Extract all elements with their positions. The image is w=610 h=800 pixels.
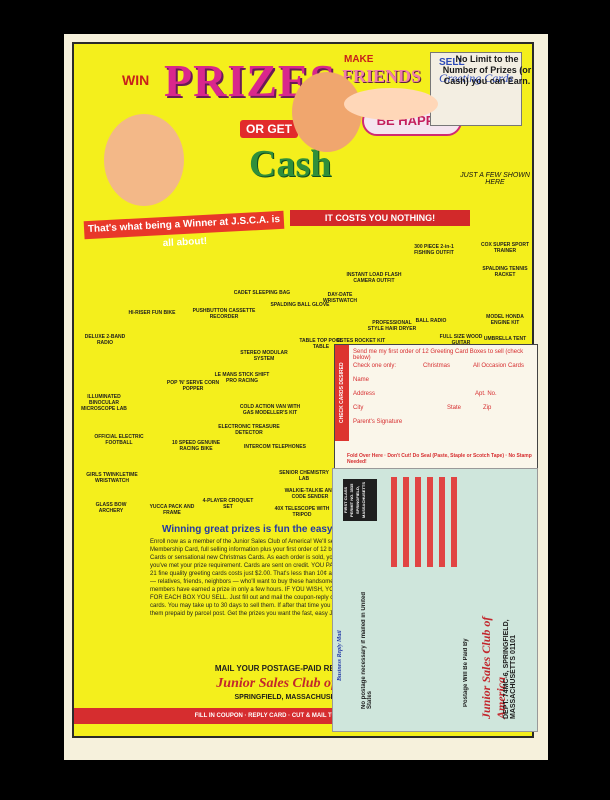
permit-stamp: FIRST CLASS PERMIT NO. 3535 SPRINGFIELD,…	[343, 479, 377, 521]
prize-item: INTERCOM TELEPHONES	[244, 444, 306, 450]
prize-item: STEREO MODULAR SYSTEM	[240, 350, 288, 362]
prize-item: MODEL HONDA ENGINE KIT	[486, 314, 524, 326]
check-one: Check one only:	[353, 363, 397, 369]
dont-seal-text: Don't Cut! Do Seal (Paste, Staple or Sco…	[387, 453, 504, 459]
no-postage-note: No postage necessary if mailed in United…	[361, 591, 373, 709]
prize-item: LE MANS STICK SHIFT PRO RACING	[214, 372, 270, 384]
ad-header: WIN PRIZES MAKE FRIENDS OR GET Cash BE H…	[74, 44, 532, 214]
prize-item: WALKIE-TALKIE AND CODE SENDER	[284, 488, 336, 500]
prize-item: DAY-DATE WRISTWATCH	[322, 292, 358, 304]
prize-item: UMBRELLA TENT	[483, 336, 527, 342]
friends-faces-illustration	[344, 88, 438, 120]
winning-title: Winning great prizes is fun the easy J.S…	[162, 524, 397, 535]
few-shown-text: JUST A FEW SHOWN HERE	[460, 172, 530, 186]
prize-grid: 300 PIECE 2-in-1 FISHING OUTFIT INSTANT …	[74, 234, 532, 524]
prize-item: ESTES ROCKET KIT	[336, 338, 386, 344]
prize-item: 10 SPEED GENUINE RACING BIKE	[171, 440, 221, 452]
costs-nothing-banner: IT COSTS YOU NOTHING!	[290, 210, 470, 226]
prize-item: 40X TELESCOPE WITH TRIPOD	[274, 506, 330, 518]
mail-today-text: MAIL YOUR POSTAGE-PAID REPLY CARD NOW!	[214, 664, 400, 673]
prize-item: SPALDING TENNIS RACKET	[482, 266, 528, 278]
make-text: MAKE	[344, 54, 374, 65]
business-reply-card: FIRST CLASS PERMIT NO. 3535 SPRINGFIELD,…	[332, 468, 538, 732]
prize-item: CADET SLEEPING BAG	[233, 290, 291, 296]
zip-field[interactable]: Zip	[483, 405, 492, 411]
state-field[interactable]: State	[447, 405, 462, 411]
no-stamp-text: No Stamp Needed!	[347, 453, 532, 465]
comic-back-cover: WIN PRIZES MAKE FRIENDS OR GET Cash BE H…	[64, 34, 548, 760]
ad-body-text: Enroll now as a member of the Junior Sal…	[150, 539, 441, 617]
prize-item: 4-PLAYER CROQUET SET	[202, 498, 254, 510]
prize-item: YUCCA PACK AND FRAME	[149, 504, 195, 516]
sell-text: SELL	[439, 57, 465, 68]
prize-item: COX SUPER SPORT TRAINER	[480, 242, 530, 254]
prize-item: GLASS BOW ARCHERY	[95, 502, 127, 514]
prize-item: PROFESSIONAL STYLE HAIR DRYER	[367, 320, 417, 332]
friends-logo: FRIENDS	[342, 66, 422, 86]
reply-form: CHECK CARDS DESIRED Send me my first ord…	[334, 344, 538, 470]
prize-item: TABLE TOP POOL TABLE	[299, 338, 343, 350]
win-text: WIN	[122, 72, 150, 88]
postage-stripes	[391, 477, 461, 567]
or-get-badge: OR GET	[240, 120, 299, 138]
prize-item: SENIOR CHEMISTRY LAB	[279, 470, 329, 482]
fold-instructions: Fold Over Here · Don't Cut! Do Seal (Pas…	[347, 453, 532, 465]
prize-item: 300 PIECE 2-in-1 FISHING OUTFIT	[414, 244, 454, 256]
city-field[interactable]: City	[353, 405, 364, 411]
prize-item: ILLUMINATED BINOCULAR MICROSCOPE LAB	[81, 394, 127, 412]
send-line: Send me my first order of 12 Greeting Ca…	[353, 349, 524, 361]
prize-item: OFFICIAL ELECTRIC FOOTBALL	[94, 434, 144, 446]
signature-field[interactable]: Parent's Signature	[353, 419, 403, 425]
club-name-mailer: Junior Sales Club of America	[479, 616, 508, 719]
prize-item: SPALDING BALL GLOVE	[270, 302, 330, 308]
name-field[interactable]: Name	[353, 377, 370, 383]
greeting-cards-text: Greeting Cards	[439, 71, 514, 85]
opt-christmas[interactable]: Christmas	[423, 363, 451, 369]
club-department: DEPT. 74MC-6, SPRINGFIELD, MASSACHUSETTS…	[503, 619, 517, 719]
prize-item: GIRLS TWINKLETIME WRISTWATCH	[86, 472, 138, 484]
club-city: SPRINGFIELD, MASSACHUSETTS 01101	[234, 694, 370, 701]
prize-item: POP 'N' SERVE CORN POPPER	[166, 380, 220, 392]
prize-item: BALL RADIO	[415, 318, 447, 324]
jsca-ad-panel: WIN PRIZES MAKE FRIENDS OR GET Cash BE H…	[72, 42, 538, 738]
prize-item: COLD ACTION VAN WITH GAS MODELLER'S KIT	[239, 404, 301, 416]
opt-all-occasion[interactable]: All Occasion Cards	[473, 363, 525, 369]
prize-item: FULL SIZE WOOD GUITAR	[439, 334, 483, 346]
business-reply-mail: Business Reply Mail	[337, 630, 343, 681]
greeting-cards-box: SELL Greeting Cards	[430, 52, 522, 126]
prize-item: ELECTRONIC TREASURE DETECTOR	[218, 424, 280, 436]
apt-field[interactable]: Apt. No.	[475, 391, 497, 397]
prize-item: INSTANT LOAD FLASH CAMERA OUTFIT	[346, 272, 402, 284]
boy-illustration	[104, 114, 184, 206]
prize-item: DELUXE 2-BAND RADIO	[84, 334, 126, 346]
fold-text: Fold Over Here	[347, 453, 383, 459]
address-field[interactable]: Address	[353, 391, 376, 397]
prize-item: HI-RISER FUN BIKE	[128, 310, 176, 316]
prize-item: PUSHBUTTON CASSETTE RECORDER	[192, 308, 256, 320]
check-cards-label: CHECK CARDS DESIRED	[335, 345, 349, 441]
no-limit-text: No Limit to the Number of Prizes (or Cas…	[442, 54, 532, 86]
